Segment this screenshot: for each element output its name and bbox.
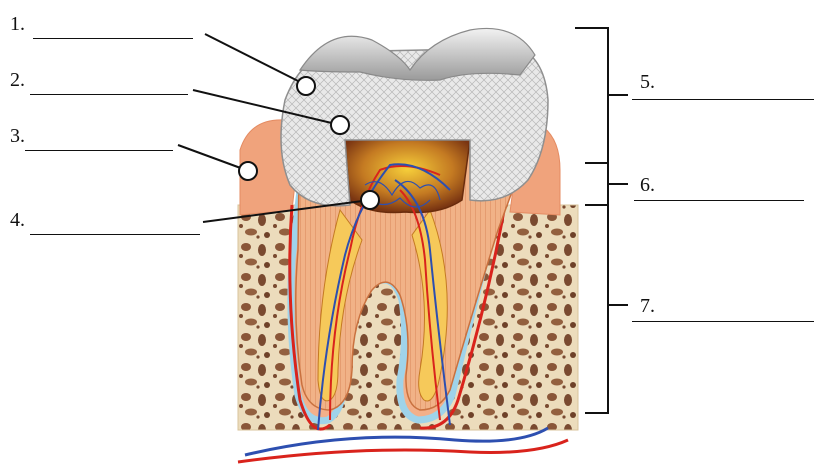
label-6-number: 6. [640,175,655,195]
bracket-crown [575,28,608,163]
label-4-blank[interactable] [30,234,200,235]
label-3-blank[interactable] [25,150,173,151]
label-2-number: 2. [10,70,25,90]
bracket-neck [585,163,608,205]
label-7-number: 7. [640,296,655,316]
label-1-number: 1. [10,14,25,34]
pointer-circle-3 [239,162,257,180]
label-1-blank[interactable] [33,38,193,39]
pointer-circle-2 [331,116,349,134]
bottom-artery [238,440,568,462]
leader-line-1 [205,34,308,86]
label-5-number: 5. [640,72,655,92]
leader-line-3 [178,145,246,170]
label-3-number: 3. [10,126,25,146]
pointer-circle-4 [361,191,379,209]
label-6-blank[interactable] [634,200,804,201]
bracket-root [585,205,608,413]
label-7-blank[interactable] [632,321,814,322]
pointer-circle-1 [297,77,315,95]
label-4-number: 4. [10,210,25,230]
label-5-blank[interactable] [632,99,814,100]
label-2-blank[interactable] [30,94,188,95]
